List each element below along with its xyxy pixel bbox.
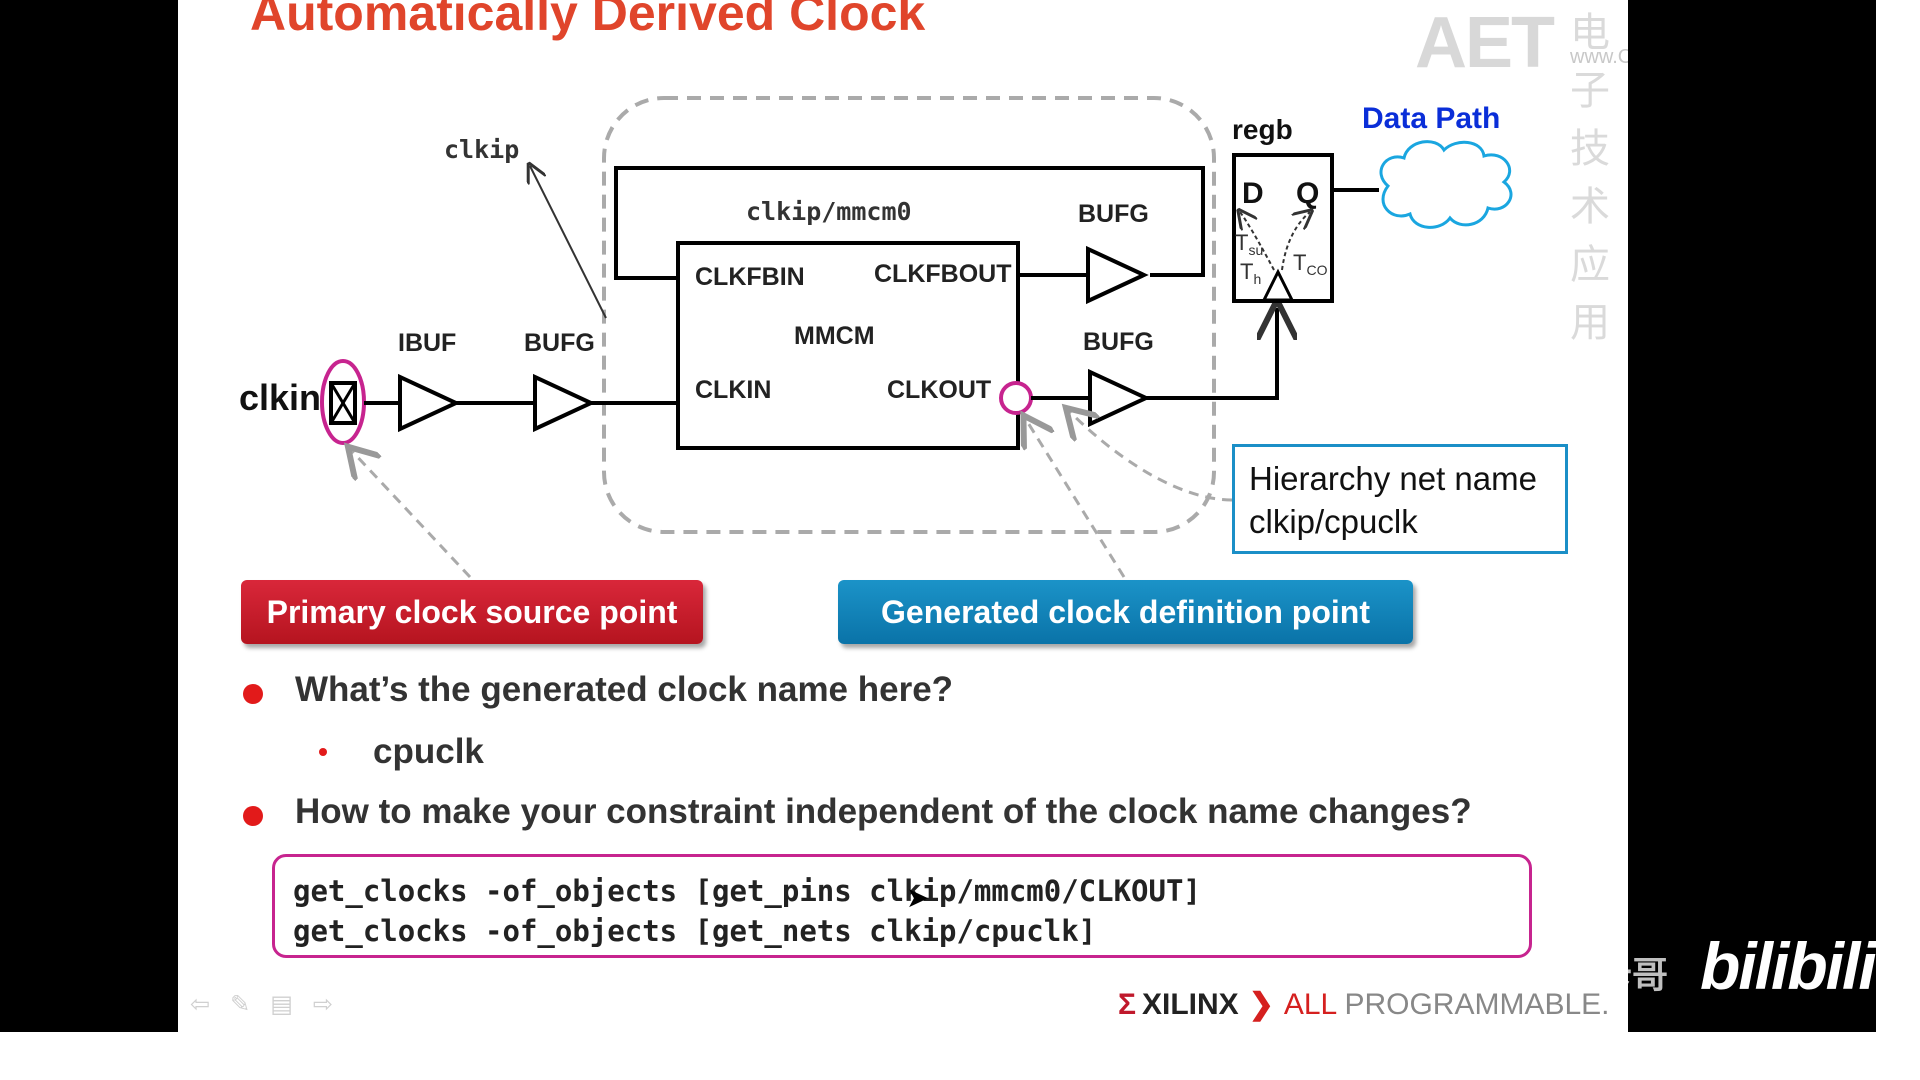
slide: Automatically Derived Clock AET 电子技术应用 w…	[178, 0, 1628, 1032]
bufg-output-label: BUFG	[1083, 328, 1154, 356]
bufg-input-label: BUFG	[524, 329, 595, 357]
hierarchy-net-box: Hierarchy net name clkip/cpuclk	[1232, 444, 1568, 554]
generated-clock-callout: Generated clock definition point	[838, 580, 1413, 644]
bufg-output-triangle	[1088, 368, 1151, 428]
aet-watermark-cn: 电子技术应用	[1570, 10, 1612, 346]
tagline-all: ALL	[1283, 988, 1337, 1021]
sub-bullet-a1: cpuclk	[243, 726, 1543, 788]
mmcm-instance-name: clkip/mmcm0	[746, 197, 912, 226]
generated-clock-pin-highlight	[999, 381, 1033, 415]
clkip-pointer-arrow	[530, 166, 607, 319]
clkip-label: clkip	[444, 135, 519, 164]
bullet-dot	[243, 684, 263, 704]
xilinx-logo-icon: Σ	[1118, 988, 1137, 1021]
bufg-feedback-label: BUFG	[1078, 200, 1149, 228]
register-regb	[1232, 153, 1334, 303]
clkin-port-label: clkin	[239, 377, 321, 418]
mmcm-block	[676, 241, 1020, 450]
bullet-q2-text: How to make your constraint independent …	[295, 792, 1472, 831]
tsu-label: Tsu	[1235, 230, 1263, 258]
data-path-cloud	[1379, 140, 1513, 229]
net-box-line2: clkip/cpuclk	[1249, 503, 1418, 540]
feedback-wire	[614, 166, 1205, 280]
code-line-2: get_clocks -of_objects [get_nets clkip/c…	[293, 914, 1097, 948]
primary-source-pointer	[350, 449, 472, 579]
bilibili-logo: bilibili	[1700, 929, 1877, 1003]
register-q: Q	[1296, 177, 1319, 210]
bullet-list: What’s the generated clock name here? cp…	[243, 666, 1543, 848]
bufg-feedback-triangle	[1086, 245, 1149, 305]
aet-watermark-url: www.ChinaAET.com	[1570, 46, 1628, 68]
bullet-q1-text: What’s the generated clock name here?	[295, 670, 954, 709]
code-box: get_clocks -of_objects [get_pins clkip/m…	[272, 854, 1532, 958]
net-box-line1: Hierarchy net name	[1249, 460, 1537, 497]
bullet-dot	[243, 806, 263, 826]
register-clock-triangle	[1261, 268, 1295, 302]
slide-nav-controls[interactable]: ⇦✎▤⇨	[190, 990, 353, 1018]
xilinx-name: XILINX	[1142, 988, 1239, 1021]
slide-title: Automatically Derived Clock	[250, 0, 926, 41]
next-slide-icon[interactable]: ⇨	[312, 990, 354, 1018]
bullet-q1: What’s the generated clock name here?	[243, 666, 1543, 726]
sub-bullet-dot	[319, 748, 327, 756]
net-name-pointer	[1068, 410, 1233, 502]
bufg-input-triangle	[533, 373, 596, 433]
tco-label: TCO	[1293, 250, 1328, 278]
aet-watermark: AET	[1415, 3, 1555, 83]
tco-arrow	[1281, 212, 1310, 271]
prev-slide-icon[interactable]: ⇦	[190, 990, 231, 1018]
pin-clkin: CLKIN	[695, 376, 771, 404]
right-letterbox	[1628, 0, 1876, 1032]
generated-clock-pointer	[1025, 418, 1126, 578]
pin-clkfbin: CLKFBIN	[695, 263, 805, 291]
wire-bufg-regb	[1146, 308, 1277, 400]
th-label: Th	[1240, 259, 1261, 287]
sub-bullet-a1-text: cpuclk	[373, 732, 484, 771]
register-name: regb	[1232, 114, 1293, 145]
pin-clkout: CLKOUT	[887, 376, 991, 404]
code-line-1: get_clocks -of_objects [get_pins clkip/m…	[293, 874, 1201, 908]
left-letterbox	[0, 0, 178, 1032]
data-path-label: Data Path	[1362, 102, 1500, 135]
mouse-cursor-icon: ➤	[906, 881, 930, 914]
tagline-programmable: PROGRAMMABLE.	[1336, 988, 1610, 1021]
bottom-bar	[0, 1032, 1920, 1080]
pad-cross-2	[329, 382, 357, 424]
primary-clock-callout: Primary clock source point	[241, 580, 703, 644]
clock-diagram: clkip/mmcm0 CLKFBIN CLKFBOUT MMCM CLKIN …	[239, 96, 1513, 579]
register-d: D	[1242, 177, 1264, 210]
pen-icon[interactable]: ✎	[230, 990, 271, 1018]
bullet-q2: How to make your constraint independent …	[243, 788, 1543, 848]
chevron-right-icon: ❯	[1248, 988, 1274, 1021]
mmcm-label: MMCM	[794, 322, 875, 350]
tsu-arrow	[1240, 212, 1275, 271]
menu-icon[interactable]: ▤	[270, 990, 313, 1018]
ibuf-label: IBUF	[398, 329, 456, 357]
pin-clkfbout: CLKFBOUT	[874, 260, 1011, 288]
ibuf-triangle	[398, 373, 461, 433]
